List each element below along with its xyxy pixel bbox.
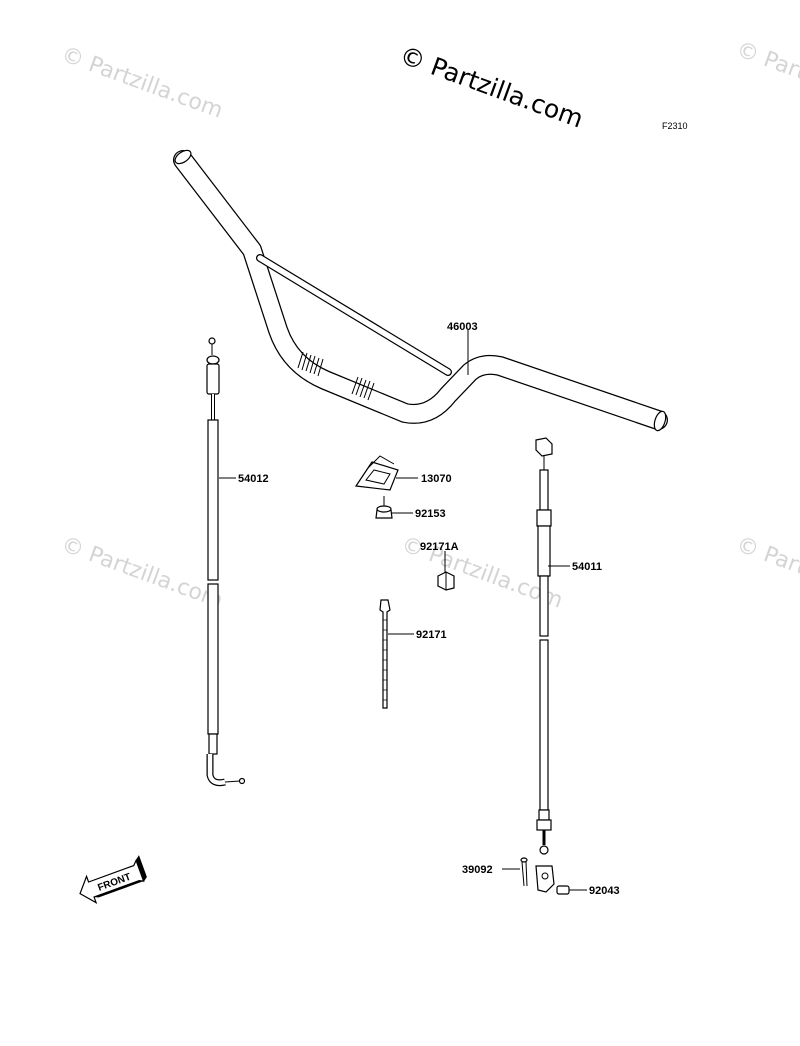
svg-text:© Partzilla.com: © Partzilla.com xyxy=(396,40,587,133)
label-92171a: 92171A xyxy=(420,541,459,553)
cotter-pin-drawing xyxy=(520,857,528,887)
label-54012: 54012 xyxy=(238,473,269,485)
holder-drawing xyxy=(354,455,399,491)
watermark-top-left: © Partzilla.com xyxy=(58,42,226,124)
handlebar-drawing xyxy=(173,149,668,432)
svg-text:© Partzilla.com: © Partzilla.com xyxy=(733,532,800,614)
label-92043: 92043 xyxy=(589,885,620,897)
label-39092: 39092 xyxy=(462,864,493,876)
label-46003: 46003 xyxy=(447,321,478,333)
label-92153: 92153 xyxy=(415,508,446,520)
watermark-mid-left: © Partzilla.com xyxy=(58,532,226,614)
label-92171: 92171 xyxy=(416,629,447,641)
watermark-mid-right: © Partzilla.com xyxy=(733,532,800,614)
label-54011: 54011 xyxy=(572,561,602,573)
pin-drawing xyxy=(556,885,570,895)
svg-text:© Partzilla.com: © Partzilla.com xyxy=(58,532,226,614)
nut-drawing xyxy=(375,496,393,519)
svg-text:© Partzilla.com: © Partzilla.com xyxy=(58,42,226,124)
svg-text:© Partzilla.com: © Partzilla.com xyxy=(733,37,800,119)
label-13070: 13070 xyxy=(421,473,452,485)
clutch-cable-drawing xyxy=(206,337,246,787)
brand-watermark: © Partzilla.com xyxy=(396,40,587,133)
figure-code: F2310 xyxy=(662,121,688,131)
front-arrow: FRONT xyxy=(79,855,147,904)
throttle-cable-drawing xyxy=(535,437,555,893)
band-drawing xyxy=(379,599,391,709)
watermark-top-right: © Partzilla.com xyxy=(733,37,800,119)
clamp-drawing xyxy=(437,571,455,591)
